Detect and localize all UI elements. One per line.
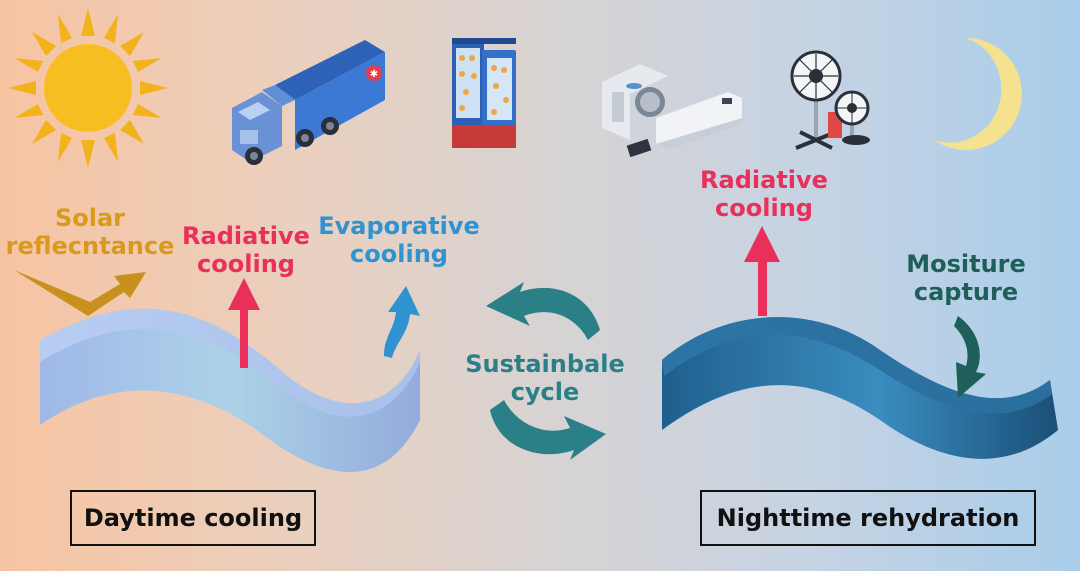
sun-icon [8, 8, 168, 168]
moon-icon [934, 38, 1022, 150]
label-sustainable-cycle: Sustainbale cycle [465, 350, 625, 406]
fridge-display-icon [452, 38, 516, 148]
evaporative-arrow [384, 286, 420, 358]
daytime-film [40, 308, 420, 473]
solar-reflectance-arrow [14, 270, 146, 316]
label-solar-reflectance: Solar reflecntance [5, 204, 175, 260]
nighttime-rehydration-title: Nighttime rehydration [716, 504, 1020, 532]
moisture-arrow [954, 316, 986, 398]
label-moisture-capture: Mositure capture [906, 250, 1026, 306]
refrigerated-truck-icon: ✱ [232, 40, 385, 165]
day-radiative-arrow [228, 278, 260, 368]
nighttime-rehydration-box: Nighttime rehydration [700, 490, 1036, 546]
night-radiative-arrow [744, 226, 780, 316]
label-evaporative-cooling: Evaporative cooling [318, 212, 480, 268]
nighttime-film [662, 317, 1058, 459]
cycle-arrows [486, 282, 606, 460]
electric-fan-icon [790, 50, 870, 150]
daytime-cooling-box: Daytime cooling [70, 490, 316, 546]
daytime-cooling-title: Daytime cooling [83, 504, 303, 532]
air-conditioner-icon [602, 64, 742, 158]
svg-text:✱: ✱ [370, 69, 378, 80]
label-night-radiative-cooling: Radiative cooling [700, 166, 828, 222]
label-day-radiative-cooling: Radiative cooling [182, 222, 310, 278]
